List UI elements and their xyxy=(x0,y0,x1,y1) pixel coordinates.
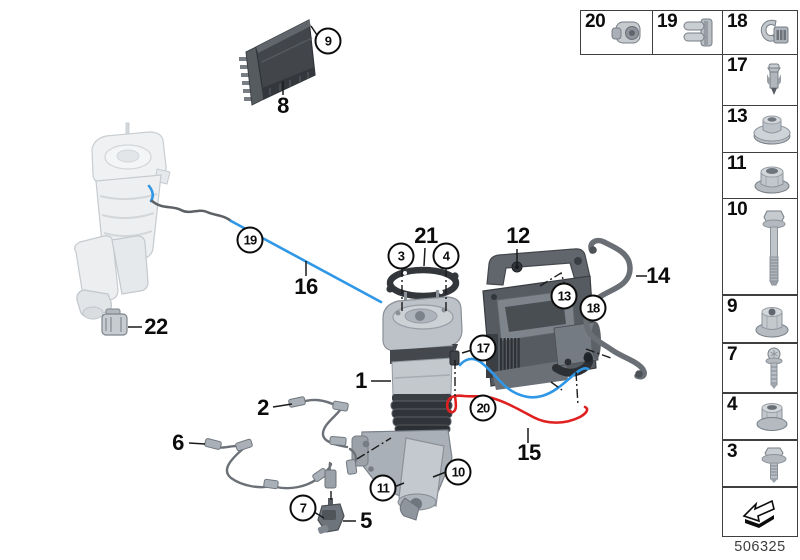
legend-cell-19[interactable]: 19 xyxy=(652,10,723,55)
cable-clip-icon xyxy=(611,21,641,43)
expanding-rivet-icon xyxy=(767,63,781,95)
legend-cell-arrow[interactable] xyxy=(722,487,798,537)
flange-lock-nut-icon xyxy=(754,166,790,193)
legend-cell-4[interactable]: 4 xyxy=(722,393,798,440)
torx-screw-icon xyxy=(765,347,783,389)
callout-6[interactable]: 6 xyxy=(172,430,184,455)
callout-13[interactable]: 13 xyxy=(550,282,578,310)
callout-17[interactable]: 17 xyxy=(469,334,497,362)
legend-cell-7[interactable]: 7 xyxy=(722,343,798,393)
level-sensor-5 xyxy=(317,503,345,534)
callout-16[interactable]: 16 xyxy=(294,274,318,299)
callout-3[interactable]: 3 xyxy=(387,242,415,270)
callout-19[interactable]: 19 xyxy=(236,226,264,254)
callout-5[interactable]: 5 xyxy=(360,508,372,533)
document-number: 506325 xyxy=(734,539,786,555)
legend-number: 18 xyxy=(727,11,748,32)
legend-number: 9 xyxy=(727,296,738,317)
ghost-air-strut xyxy=(74,122,171,320)
callout-11[interactable]: 11 xyxy=(369,474,397,502)
legend-cell-18[interactable]: 18 xyxy=(722,10,798,55)
legend-number: 17 xyxy=(727,55,748,76)
legend-number: 13 xyxy=(727,106,748,127)
screw-with-washer-icon xyxy=(761,447,787,483)
callout-2[interactable]: 2 xyxy=(257,395,269,420)
callout-20[interactable]: 20 xyxy=(469,394,497,422)
leader-lines-dashdot xyxy=(330,268,612,501)
callout-9[interactable]: 9 xyxy=(314,27,342,55)
legend-cell-9[interactable]: 9 xyxy=(722,295,798,343)
collar-nut-icon xyxy=(755,307,789,338)
legend-number: 4 xyxy=(727,394,738,415)
retaining-clip-22 xyxy=(101,308,128,336)
callout-22[interactable]: 22 xyxy=(144,314,168,339)
washer-nut-icon xyxy=(753,115,791,145)
legend-number: 20 xyxy=(585,11,606,32)
callout-21[interactable]: 21 xyxy=(414,223,438,248)
pneumatic-line-15 xyxy=(445,394,589,424)
direction-arrow-icon xyxy=(742,499,775,528)
legend-cell-20[interactable]: 20 xyxy=(580,10,653,55)
air-spring-strut xyxy=(351,290,463,521)
legend-number: 10 xyxy=(727,199,748,220)
legend-number: 3 xyxy=(727,441,738,462)
callout-4[interactable]: 4 xyxy=(432,242,460,270)
callout-18[interactable]: 18 xyxy=(579,294,607,322)
legend-cell-3[interactable]: 3 xyxy=(722,440,798,487)
callout-7[interactable]: 7 xyxy=(289,494,317,522)
flange-nut-icon xyxy=(756,402,788,431)
callout-12[interactable]: 12 xyxy=(506,223,530,248)
legend-cell-13[interactable]: 13 xyxy=(722,105,798,153)
callout-15[interactable]: 15 xyxy=(517,440,541,465)
legend-cell-17[interactable]: 17 xyxy=(722,54,798,106)
callout-8[interactable]: 8 xyxy=(277,93,289,118)
connector-plug xyxy=(324,461,337,506)
callout-10[interactable]: 10 xyxy=(444,458,472,486)
callout-1[interactable]: 1 xyxy=(355,368,367,393)
legend-cell-11[interactable]: 11 xyxy=(722,152,798,199)
legend-number: 7 xyxy=(727,344,738,365)
legend-number: 11 xyxy=(727,153,747,174)
hose-clip-icon xyxy=(760,19,789,43)
double-cable-clip-icon xyxy=(683,18,713,46)
ecu-module xyxy=(239,19,316,106)
callout-14[interactable]: 14 xyxy=(646,263,670,288)
gasket-ring-21 xyxy=(386,266,460,300)
strut-signal-cable xyxy=(147,184,233,223)
sensor-cable-6 xyxy=(204,438,333,490)
legend-number: 19 xyxy=(657,11,678,32)
sensor-cable-2 xyxy=(288,396,358,475)
long-flange-bolt-icon xyxy=(762,210,786,285)
legend-cell-10[interactable]: 10 xyxy=(722,198,798,295)
